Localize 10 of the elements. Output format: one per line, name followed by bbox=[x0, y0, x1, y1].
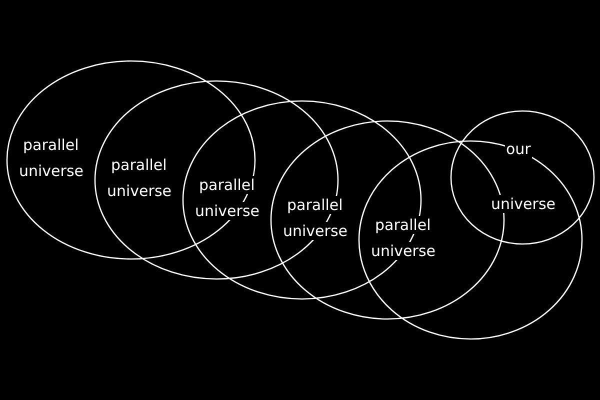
ellipse-outline bbox=[450, 110, 595, 245]
handwritten-label: parallel bbox=[286, 196, 344, 214]
handwritten-label: universe bbox=[194, 202, 260, 220]
handwritten-label: parallel bbox=[110, 156, 168, 174]
handwritten-label: universe bbox=[282, 222, 348, 240]
handwritten-label: parallel bbox=[198, 176, 256, 194]
handwritten-label: parallel bbox=[374, 216, 432, 234]
handwritten-label: universe bbox=[370, 242, 436, 260]
handwritten-label: universe bbox=[490, 195, 556, 213]
handwritten-label: parallel bbox=[22, 136, 80, 154]
